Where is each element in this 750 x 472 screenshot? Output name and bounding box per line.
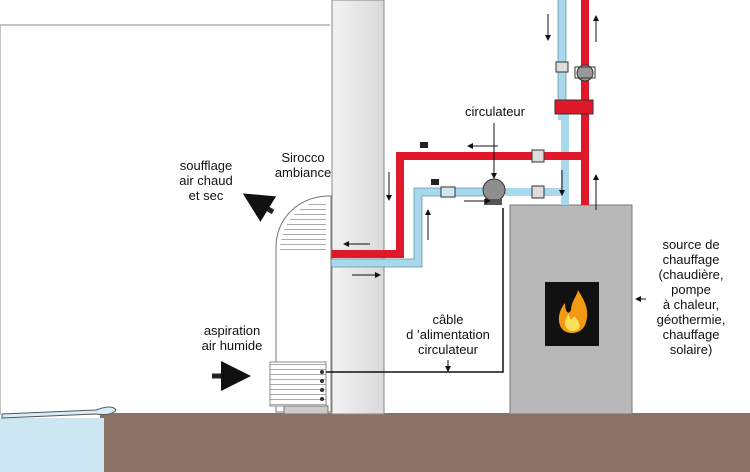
label-cable: câble d ’alimentation circulateur [396, 312, 500, 357]
label-cable-l2: d ’alimentation [406, 327, 490, 342]
label-source-l3: (chaudière, [658, 267, 724, 282]
flow-arrows [343, 14, 599, 278]
label-cable-l3: circulateur [418, 342, 478, 357]
pool-cover [1, 406, 117, 419]
sirocco-bottom-grille [269, 361, 327, 407]
fitting-hot-1 [531, 149, 545, 163]
water-pool [0, 418, 104, 472]
label-source-l7: chauffage [662, 327, 720, 342]
ground [100, 413, 750, 472]
secondary-pump-icon [576, 64, 594, 82]
secondary-pump-head [574, 66, 596, 79]
label-source-l6: géothermie, [656, 312, 726, 327]
label-soufflage-l2: air chaud [179, 173, 233, 188]
label-source-l2: chauffage [662, 252, 720, 267]
label-source-l1: source de [662, 237, 720, 252]
tee-fitting [554, 99, 594, 115]
label-source: source de chauffage (chaudière, pompe à … [644, 237, 738, 357]
circulator-base [484, 199, 502, 205]
label-aspiration-l2: air humide [201, 338, 263, 353]
label-source-l5: à chaleur, [662, 297, 720, 312]
label-sirocco: Sirocco ambiance [268, 150, 338, 180]
label-soufflage: soufflage air chaud et sec [170, 158, 242, 203]
label-sirocco-l2: ambiance [274, 165, 332, 180]
valve-cold [431, 179, 439, 185]
circulator-pump-icon [482, 178, 506, 202]
valve-hot [420, 142, 428, 148]
label-aspiration-l1: aspiration [203, 323, 261, 338]
sirocco-top-grille [280, 200, 326, 252]
label-sirocco-l1: Sirocco [281, 150, 325, 165]
exhaust-arrow-icon [242, 193, 277, 222]
label-source-l4: pompe [671, 282, 711, 297]
label-cable-l1: câble [432, 312, 464, 327]
wall-column [331, 0, 385, 415]
label-aspiration: aspiration air humide [192, 323, 272, 353]
label-circulateur: circulateur [465, 104, 525, 119]
fitting-cold-1 [531, 185, 545, 199]
check-valve-icon [440, 186, 456, 198]
label-soufflage-l1: soufflage [179, 158, 233, 173]
sirocco-base [283, 405, 329, 415]
secondary-fitting [555, 61, 569, 73]
label-soufflage-l3: et sec [188, 188, 224, 203]
power-cable [326, 208, 504, 373]
label-source-l8: solaire) [669, 342, 713, 357]
sirocco-connector-dots [320, 370, 324, 401]
flame-core-icon [565, 314, 580, 331]
